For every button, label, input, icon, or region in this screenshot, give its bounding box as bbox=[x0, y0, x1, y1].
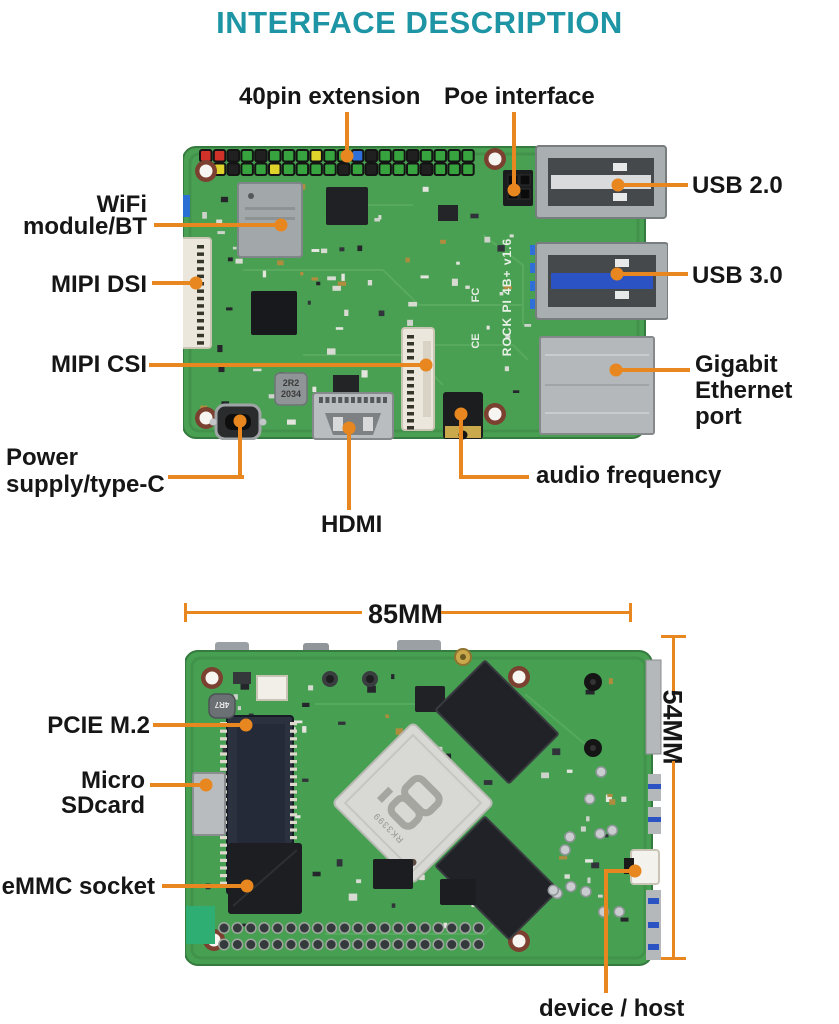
ce-mark: CE bbox=[470, 333, 482, 348]
leader-sd bbox=[150, 783, 208, 787]
chip-small bbox=[438, 205, 458, 221]
leader-dot-audio bbox=[454, 407, 468, 421]
screw-1 bbox=[584, 673, 602, 691]
soic-chip-1 bbox=[373, 859, 413, 889]
leader-dot-pcie bbox=[239, 718, 253, 732]
top-board-photo: 2R2 2034 bbox=[183, 145, 668, 440]
label-hdmi: HDMI bbox=[321, 511, 383, 538]
label-pcie-m2: PCIE M.2 bbox=[47, 712, 150, 739]
leader-ethernet bbox=[616, 368, 690, 372]
usb3-port bbox=[530, 242, 668, 320]
green-patch bbox=[186, 906, 215, 944]
mounting-holes-top bbox=[195, 148, 506, 429]
label-gigabit-ethernet: Gigabit Ethernet port bbox=[695, 351, 793, 430]
leader-dot-emmc bbox=[240, 879, 254, 893]
label-device-host: device / host bbox=[539, 995, 685, 1022]
dim54-line-bottom bbox=[672, 761, 675, 959]
ethernet-port bbox=[539, 336, 655, 435]
leader-typec-v bbox=[238, 421, 242, 479]
fcc-mark: FC bbox=[470, 288, 482, 303]
inductor-marking-1: 2R2 bbox=[283, 378, 300, 388]
dim85-line-left bbox=[186, 611, 362, 614]
leader-dot-mipi-csi bbox=[419, 358, 433, 372]
label-mipi-dsi: MIPI DSI bbox=[50, 271, 147, 298]
leader-dot-wifi bbox=[274, 218, 288, 232]
dim85-tick-right bbox=[629, 603, 632, 622]
gpio-header-pins bbox=[199, 149, 475, 176]
leader-devhost-v bbox=[604, 871, 608, 993]
usb2-port bbox=[535, 145, 667, 219]
leader-typec-h bbox=[168, 475, 244, 479]
inductor-marking-bottom: 4R7 bbox=[214, 700, 229, 709]
chip-soc-top bbox=[251, 291, 297, 335]
leader-dot-poe bbox=[507, 183, 521, 197]
inductor-bottom: 4R7 bbox=[208, 693, 236, 719]
jst-connector bbox=[256, 675, 288, 701]
emmc-socket bbox=[228, 843, 302, 914]
label-usb3: USB 3.0 bbox=[692, 262, 783, 289]
leader-dot-40pin bbox=[340, 149, 354, 163]
leader-emmc bbox=[162, 884, 248, 888]
inductor-marking-2: 2034 bbox=[281, 389, 301, 399]
label-usb2: USB 2.0 bbox=[692, 172, 783, 199]
leader-dot-usb2 bbox=[611, 178, 625, 192]
leader-pcie bbox=[153, 723, 247, 727]
dim-height-label: 54MM bbox=[657, 689, 688, 765]
leader-poe bbox=[512, 112, 516, 190]
leader-dot-devhost bbox=[628, 864, 642, 878]
label-power-supply-typec: Power supply/type-C bbox=[6, 444, 165, 498]
soic-chip-2 bbox=[440, 879, 476, 905]
dim54-tick-top bbox=[661, 635, 686, 638]
ram-chip-1 bbox=[435, 660, 559, 784]
label-poe-interface: Poe interface bbox=[444, 83, 595, 110]
leader-audio-h bbox=[459, 475, 529, 479]
dim85-tick-left bbox=[184, 603, 187, 622]
ic-top bbox=[415, 686, 445, 712]
leader-dot-usb3 bbox=[610, 267, 624, 281]
label-wifi-module-bt: WiFi module/BT bbox=[23, 191, 147, 240]
label-mipi-csi: MIPI CSI bbox=[50, 351, 147, 378]
hdmi-dashes bbox=[319, 397, 387, 403]
label-micro-sdcard: Micro SDcard bbox=[60, 767, 145, 819]
mipi-csi-connector bbox=[401, 327, 435, 431]
edge-connector-back-3 bbox=[397, 640, 441, 653]
dim54-line-top bbox=[672, 637, 675, 692]
mipi-dsi-connector bbox=[183, 237, 212, 349]
chip-ram-top bbox=[326, 187, 368, 225]
label-emmc-socket: eMMC socket bbox=[1, 873, 155, 900]
silkscreen-text: ROCK PI 4B+ v1.6 bbox=[500, 238, 514, 356]
screw-2 bbox=[584, 739, 602, 757]
push-button bbox=[233, 672, 251, 684]
dim85-line-right bbox=[441, 611, 631, 614]
leader-mipi-csi bbox=[149, 363, 426, 367]
leader-dot-hdmi bbox=[342, 421, 356, 435]
chip-small-2 bbox=[333, 375, 359, 395]
inductor-top: 2R2 2034 bbox=[274, 372, 308, 406]
leader-usb3 bbox=[617, 272, 688, 276]
dim-width-label: 85MM bbox=[368, 599, 444, 629]
wifi-module bbox=[237, 182, 303, 258]
bottom-board-photo: 4R7 RK3399 bbox=[185, 640, 662, 966]
leader-dot-typec bbox=[233, 414, 247, 428]
soc-chip: RK3399 bbox=[333, 723, 493, 883]
blue-led bbox=[183, 195, 190, 217]
leader-wifi bbox=[154, 223, 282, 227]
leader-devhost-h bbox=[604, 869, 636, 873]
label-40pin-extension: 40pin extension bbox=[239, 83, 421, 110]
leader-40pin bbox=[345, 112, 349, 156]
page-title: INTERFACE DESCRIPTION bbox=[216, 5, 623, 40]
leader-dot-sd bbox=[199, 778, 213, 792]
solder-pads bbox=[218, 922, 485, 951]
leader-mipi-dsi bbox=[152, 281, 198, 285]
leader-dot-mipi-dsi bbox=[189, 276, 203, 290]
ethernet-back bbox=[645, 659, 662, 755]
leader-hdmi bbox=[347, 428, 351, 510]
leader-dot-ethernet bbox=[609, 363, 623, 377]
dim54-tick-bottom bbox=[661, 957, 686, 960]
label-audio-frequency: audio frequency bbox=[536, 462, 722, 489]
leader-audio-v bbox=[459, 414, 463, 479]
leader-usb2 bbox=[618, 183, 688, 187]
